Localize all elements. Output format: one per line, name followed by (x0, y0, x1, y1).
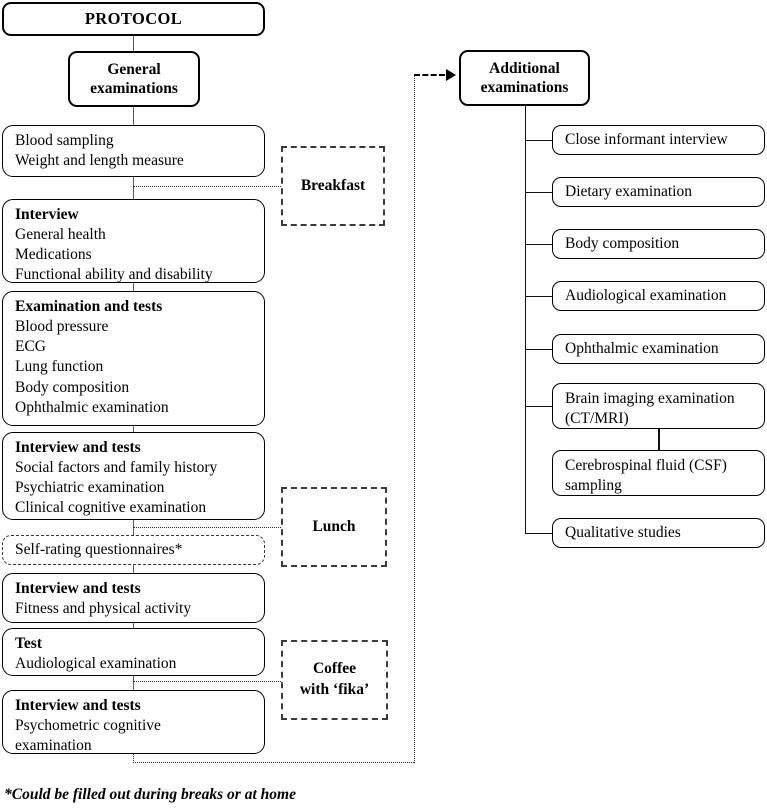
step-blood-sampling: Blood sampling Weight and length measure (2, 125, 265, 177)
additional-item-2-label: Body composition (565, 234, 680, 252)
step-interview: Interview General health Medications Fun… (2, 199, 265, 283)
break-breakfast-box: Breakfast (281, 146, 385, 226)
connector-brain-imaging-to-csf (658, 429, 660, 450)
dotted-connector-to-breakfast (133, 186, 281, 187)
step-interview-line-1: Medications (15, 246, 92, 264)
general-examinations-line2: examinations (90, 80, 178, 97)
additional-item-7-label: Qualitative studies (565, 523, 681, 541)
step-examination-line-0: Blood pressure (15, 318, 109, 336)
additional-item-4-label: Ophthalmic examination (565, 339, 719, 357)
step-psychometric-line-0: Psychometric cognitive (15, 717, 161, 735)
additional-item-qualitative-studies: Qualitative studies (552, 518, 765, 548)
step-examination-heading: Examination and tests (15, 298, 163, 315)
additional-item-5-line2: (CT/MRI) (565, 410, 629, 428)
additional-item-6-line2: sampling (565, 477, 622, 495)
break-lunch-box: Lunch (281, 487, 387, 567)
additional-item-cerebrospinal-fluid-sampling: Cerebrospinal fluid (CSF) sampling (552, 450, 765, 496)
break-coffee-line1: Coffee (312, 660, 357, 678)
step-interview-and-tests-psychometric: Interview and tests Psychometric cogniti… (2, 690, 265, 754)
step-examination-line-1: ECG (15, 338, 46, 356)
step-fitness-heading: Interview and tests (15, 580, 141, 597)
arrow-head-icon (446, 69, 456, 81)
step-test-line-0: Audiological examination (15, 655, 177, 673)
step-self-rating-questionnaires: Self-rating questionnaires* (2, 535, 265, 565)
additional-item-ophthalmic-examination: Ophthalmic examination (552, 334, 765, 364)
right-branch-2 (525, 243, 553, 245)
step-test-heading: Test (15, 635, 42, 652)
right-branch-4 (525, 348, 553, 350)
general-examinations-line1: General (107, 60, 161, 78)
break-breakfast-label: Breakfast (300, 176, 366, 194)
right-branch-0 (525, 139, 553, 141)
step-self-rating-label: Self-rating questionnaires* (15, 540, 183, 558)
dotted-route-segment-down (133, 754, 134, 763)
protocol-header-box: PROTOCOL (2, 2, 265, 36)
connector-self-rating-to-fitness (132, 565, 134, 573)
step-interview-heading: Interview (15, 206, 79, 223)
step-examination-line-2: Lung function (15, 358, 104, 376)
step-blood-sampling-line-0: Blood sampling (15, 132, 114, 149)
additional-item-1-label: Dietary examination (565, 182, 692, 200)
right-trunk-vertical (524, 106, 526, 533)
additional-item-audiological-examination: Audiological examination (552, 281, 765, 311)
protocol-title: PROTOCOL (84, 9, 183, 29)
dotted-connector-to-coffee (133, 681, 281, 682)
step-test-audiological: Test Audiological examination (2, 628, 265, 676)
additional-examinations-box: Additional examinations (459, 50, 590, 106)
step-examination-and-tests: Examination and tests Blood pressure ECG… (2, 291, 265, 426)
break-coffee-box: Coffee with ‘fika’ (281, 640, 388, 720)
step-blood-sampling-line-1: Weight and length measure (15, 152, 184, 170)
additional-item-5-line1: Brain imaging examination (565, 390, 735, 407)
break-lunch-label: Lunch (312, 517, 356, 535)
additional-item-dietary-examination: Dietary examination (552, 177, 765, 207)
connector-interview-to-examination (132, 283, 134, 291)
general-examinations-box: General examinations (68, 51, 200, 107)
dotted-route-segment-up (413, 74, 415, 763)
right-branch-1 (525, 191, 553, 193)
connector-fitness-to-test (132, 623, 134, 628)
additional-examinations-line1: Additional (489, 59, 560, 77)
step-social-heading: Interview and tests (15, 439, 141, 456)
step-social-line-1: Psychiatric examination (15, 479, 165, 497)
additional-item-body-composition: Body composition (552, 229, 765, 259)
step-psychometric-line-1: examination (15, 737, 92, 755)
step-fitness-line-0: Fitness and physical activity (15, 600, 192, 618)
step-social-line-2: Clinical cognitive examination (15, 499, 207, 517)
additional-item-3-label: Audiological examination (565, 286, 727, 304)
step-interview-and-tests-social: Interview and tests Social factors and f… (2, 432, 265, 520)
right-branch-7 (525, 532, 553, 534)
connector-blood-sampling-to-interview (132, 177, 134, 199)
connector-test-to-psychometric (132, 676, 134, 690)
additional-item-close-informant-interview: Close informant interview (552, 125, 765, 155)
step-social-line-0: Social factors and family history (15, 459, 218, 477)
connector-examination-to-interview-social (132, 426, 134, 432)
additional-item-0-label: Close informant interview (565, 130, 728, 148)
step-examination-line-3: Body composition (15, 378, 130, 396)
step-psychometric-heading: Interview and tests (15, 697, 141, 714)
footnote: *Could be filled out during breaks or at… (4, 786, 296, 803)
additional-item-brain-imaging-examination: Brain imaging examination (CT/MRI) (552, 383, 765, 429)
dotted-route-segment-right (133, 762, 414, 763)
dotted-connector-to-lunch (133, 527, 281, 528)
connector-protocol-to-general (132, 36, 134, 51)
break-coffee-line2: with ‘fika’ (299, 681, 370, 698)
step-interview-and-tests-fitness: Interview and tests Fitness and physical… (2, 573, 265, 623)
step-interview-line-2: Functional ability and disability (15, 266, 213, 284)
additional-item-6-line1: Cerebrospinal fluid (CSF) (565, 457, 727, 474)
right-branch-5 (525, 405, 553, 407)
step-interview-line-0: General health (15, 226, 106, 244)
step-examination-line-4: Ophthalmic examination (15, 398, 169, 416)
right-branch-3 (525, 295, 553, 297)
connector-general-to-blood-sampling (132, 107, 134, 125)
dashed-arrow-line (414, 74, 445, 76)
additional-examinations-line2: examinations (480, 79, 569, 96)
